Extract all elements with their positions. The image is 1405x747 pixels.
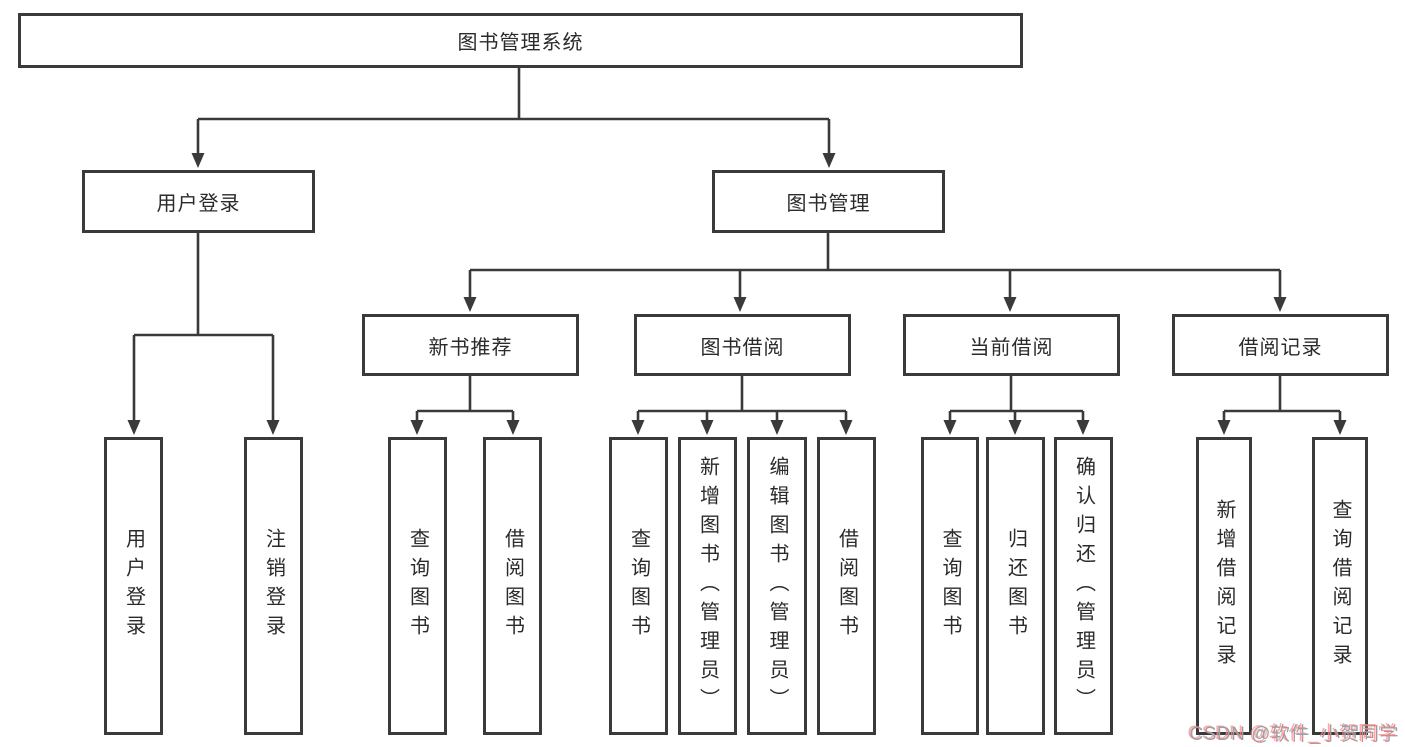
leaf-query-book-current-label: 查询图书 [939, 528, 961, 644]
branch-user-login-label: 用户登录 [156, 193, 241, 215]
node-new-book-recommend-label: 新书推荐 [428, 336, 513, 359]
node-book-borrow: 图书借阅 [634, 314, 851, 376]
leaf-logout-label: 注销登录 [262, 528, 285, 644]
node-borrow-record-label: 借阅记录 [1238, 336, 1323, 359]
node-current-borrow-label: 当前借阅 [969, 336, 1054, 359]
leaf-user-login: 用户登录 [104, 437, 163, 735]
branch-book-management-label: 图书管理 [786, 193, 871, 215]
leaf-query-book-borrow: 查询图书 [609, 437, 668, 735]
leaf-confirm-return-admin: 确认归还（管理员） [1054, 437, 1113, 735]
leaf-add-borrow-record: 新增借阅记录 [1196, 437, 1252, 735]
leaf-add-book-admin: 新增图书（管理员） [678, 437, 737, 735]
arrowhead-icons [127, 153, 1347, 435]
branch-book-management: 图书管理 [712, 170, 945, 233]
leaf-borrow-book: 借阅图书 [817, 437, 876, 735]
leaf-logout: 注销登录 [244, 437, 303, 735]
leaf-query-book-borrow-label: 查询图书 [627, 528, 650, 644]
leaf-return-book: 归还图书 [986, 437, 1045, 735]
leaf-return-book-label: 归还图书 [1004, 528, 1027, 644]
root-node-label: 图书管理系统 [457, 32, 584, 54]
leaf-user-login-label: 用户登录 [122, 528, 145, 644]
leaf-query-book-recommend-label: 查询图书 [406, 528, 429, 644]
leaf-add-book-admin-label: 新增图书（管理员） [696, 455, 719, 717]
leaf-borrow-book-recommend-label: 借阅图书 [501, 528, 524, 644]
leaf-borrow-book-label: 借阅图书 [835, 528, 858, 644]
node-book-borrow-label: 图书借阅 [700, 336, 785, 359]
leaf-edit-book-admin: 编辑图书（管理员） [747, 437, 807, 735]
branch-user-login: 用户登录 [82, 170, 315, 233]
leaf-borrow-book-recommend: 借阅图书 [483, 437, 542, 735]
leaf-query-book-current: 查询图书 [921, 437, 979, 735]
node-new-book-recommend: 新书推荐 [362, 314, 579, 376]
leaf-edit-book-admin-label: 编辑图书（管理员） [766, 455, 788, 717]
leaf-query-borrow-record-label: 查询借阅记录 [1329, 499, 1351, 673]
csdn-watermark: CSDN @软件_小贺同学 [1189, 724, 1399, 745]
leaf-confirm-return-admin-label: 确认归还（管理员） [1072, 455, 1095, 717]
leaf-query-borrow-record: 查询借阅记录 [1312, 437, 1368, 735]
node-current-borrow: 当前借阅 [903, 314, 1120, 376]
leaf-add-borrow-record-label: 新增借阅记录 [1213, 499, 1235, 673]
node-borrow-record: 借阅记录 [1172, 314, 1389, 376]
leaf-query-book-recommend: 查询图书 [388, 437, 447, 735]
root-node-system: 图书管理系统 [18, 13, 1023, 68]
